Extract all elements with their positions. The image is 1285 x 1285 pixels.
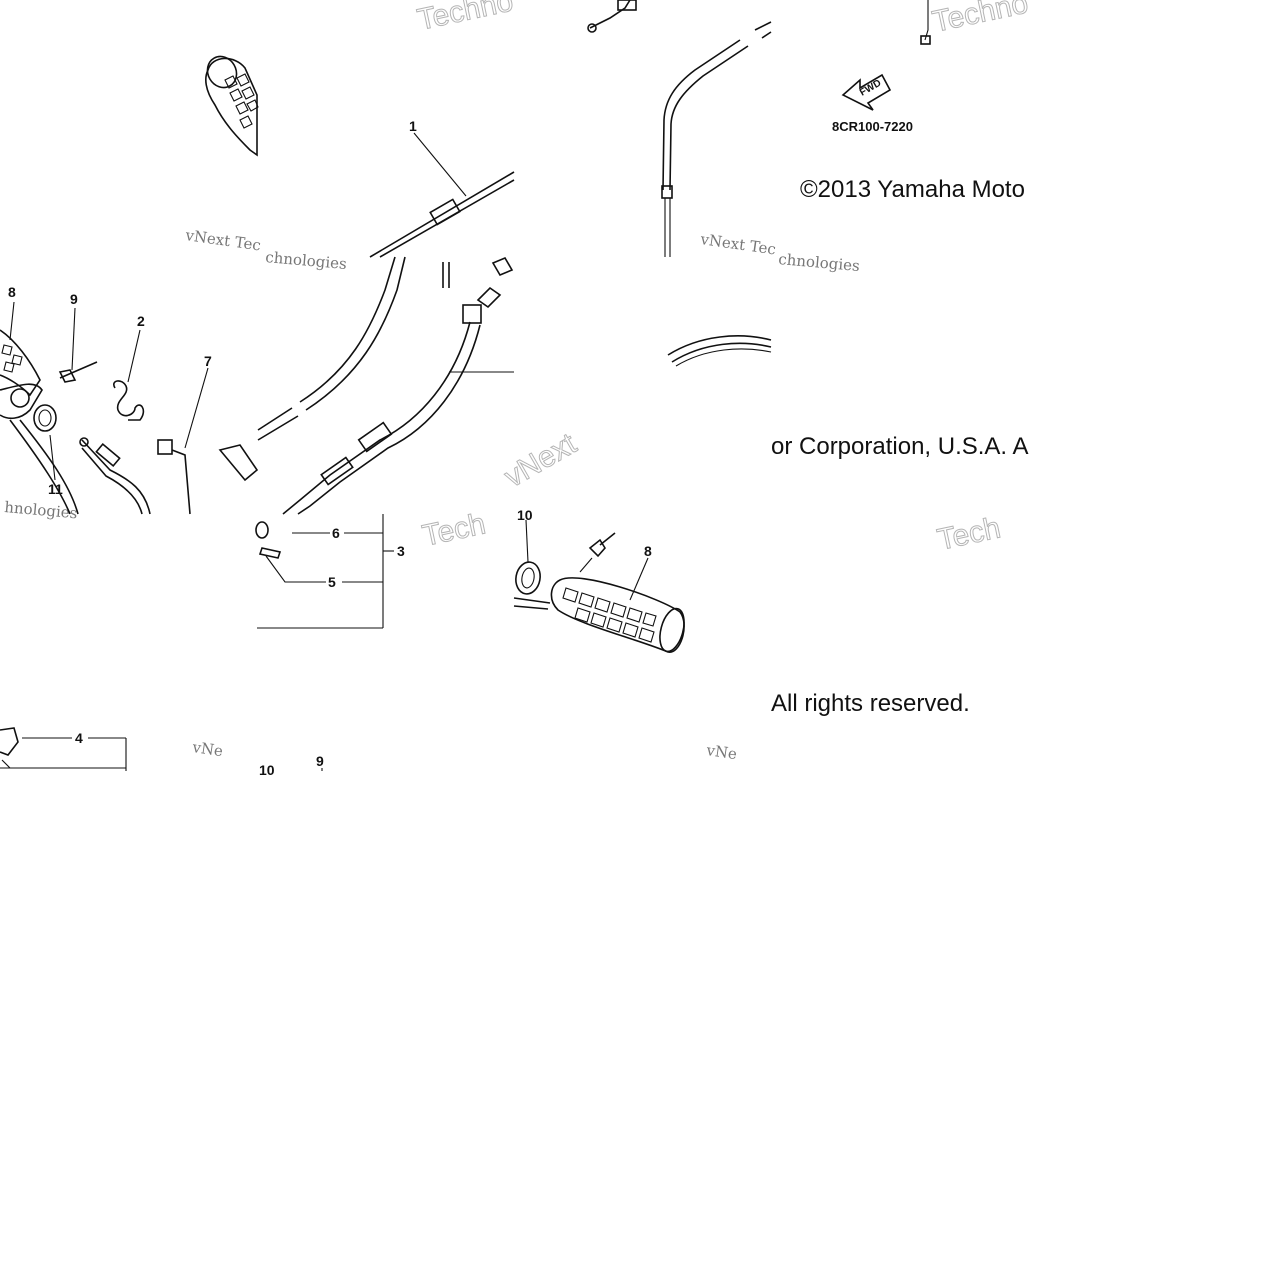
copyright-line-2: or Corporation, U.S.A. A: [771, 433, 1028, 460]
copyright-line-3: All rights reserved.: [771, 690, 970, 717]
bracket-group-3: 6 5 3: [255, 514, 405, 629]
watermark-techno-top-right: Techno: [930, 0, 1031, 39]
cable-part-1: 1: [369, 118, 515, 258]
cable-end-cap: [920, 35, 931, 45]
watermark-group: Techno Techno vNext Tec vNext Tec chnolo…: [4, 0, 1032, 763]
watermark-vne-left: vNe: [190, 738, 224, 760]
cable-end-top-right: [924, 0, 929, 41]
bracket-group-4: 4: [0, 727, 127, 771]
callout-4: 4: [75, 730, 83, 746]
callout-8-right: 8: [644, 543, 652, 559]
cable-arc-right: [667, 335, 772, 367]
watermark-tech-mid: Tech: [420, 507, 489, 552]
callout-11: 11: [48, 481, 63, 497]
callout-5: 5: [328, 574, 336, 590]
cable-center: [257, 256, 514, 515]
callout-10-right: 10: [517, 507, 533, 523]
grip-end-top-left: [205, 55, 259, 157]
callout-9-bottom: 9: [316, 753, 324, 769]
callout-7: 7: [204, 353, 212, 369]
callout-1: 1: [409, 118, 417, 134]
callout-2: 2: [137, 313, 145, 329]
part-number: 8CR100-7220: [832, 119, 913, 134]
watermark-nologies-right: chnologies: [778, 250, 861, 275]
watermark-vnext-mid: vNext: [499, 427, 582, 494]
watermark-technologies-mid: hnologies: [4, 498, 78, 522]
watermark-tech-right: Tech: [935, 511, 1004, 556]
throttle-assembly-left: 8 9 2 7 11: [0, 284, 259, 515]
fwd-arrow-icon: [841, 73, 892, 111]
watermark-techno-top: Techno: [415, 0, 516, 37]
watermark-vnext-right: vNext Tec: [698, 230, 777, 259]
fwd-arrow-group: FWD: [841, 73, 892, 111]
grip-assembly-right: 10 8: [513, 507, 685, 653]
watermark-vne-right: vNe: [704, 741, 738, 763]
watermark-nologies-left: chnologies: [265, 248, 348, 273]
callout-10-bottom: 10: [259, 762, 275, 778]
callout-6: 6: [332, 525, 340, 541]
callout-3: 3: [397, 543, 405, 559]
callout-8-left: 8: [8, 284, 16, 300]
cable-bend-top: [587, 0, 772, 257]
callout-9-left: 9: [70, 291, 78, 307]
watermark-vnext-left: vNext Tec: [183, 226, 262, 255]
copyright-line-1: ©2013 Yamaha Moto: [800, 176, 1025, 203]
